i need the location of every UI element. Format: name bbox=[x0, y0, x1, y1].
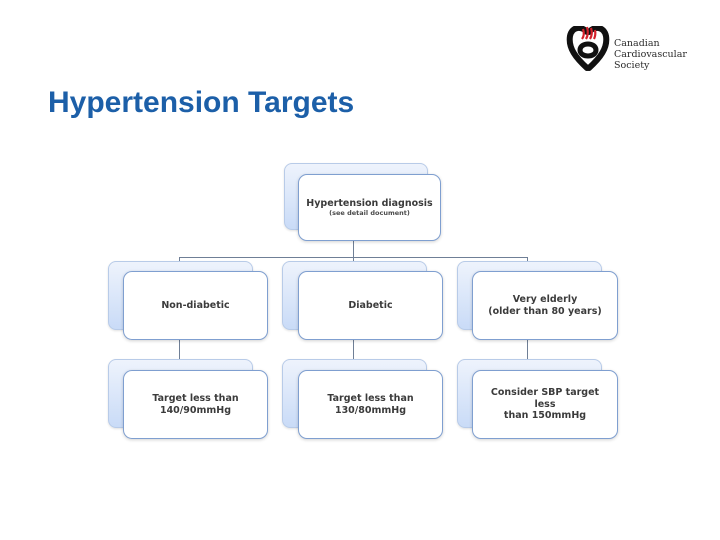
connector-non-diabetic-to-target bbox=[179, 337, 180, 361]
diabetic-target-line-1: Target less than bbox=[327, 393, 414, 404]
non-diabetic-box: Non-diabetic bbox=[123, 271, 268, 340]
very-elderly-target-box: Consider SBP target less than 150mmHg bbox=[472, 370, 618, 439]
logo-text-line-2: Cardiovascular bbox=[614, 49, 687, 60]
connector-very-elderly-to-target bbox=[527, 337, 528, 361]
very-elderly-label-line-1: Very elderly bbox=[512, 294, 578, 305]
hypertension-diagnosis-label: Hypertension diagnosis bbox=[306, 197, 433, 209]
connector-diabetic-to-target bbox=[353, 337, 354, 361]
non-diabetic-target-box: Target less than 140/90mmHg bbox=[123, 370, 268, 439]
logo-text-line-3: Society bbox=[614, 60, 650, 71]
connector-root-down bbox=[353, 238, 354, 258]
slide-title: Hypertension Targets bbox=[48, 86, 355, 119]
diabetic-target-line-2: 130/80mmHg bbox=[334, 404, 407, 416]
non-diabetic-target-line-1: Target less than bbox=[152, 393, 239, 404]
non-diabetic-target-line-2: 140/90mmHg bbox=[159, 404, 232, 416]
hypertension-diagnosis-box: Hypertension diagnosis (see detail docum… bbox=[298, 174, 441, 241]
very-elderly-label-line-2: (older than 80 years) bbox=[488, 305, 602, 317]
diabetic-box: Diabetic bbox=[298, 271, 443, 340]
hypertension-diagnosis-sublabel: (see detail document) bbox=[329, 209, 410, 218]
heart-logo-icon bbox=[566, 24, 610, 71]
non-diabetic-label: Non-diabetic bbox=[161, 299, 230, 311]
very-elderly-target-line-2: than 150mmHg bbox=[503, 410, 587, 422]
canadian-cardiovascular-society-logo: Canadian Cardiovascular Society bbox=[566, 24, 696, 74]
diabetic-target-box: Target less than 130/80mmHg bbox=[298, 370, 443, 439]
logo-text: Canadian Cardiovascular Society bbox=[614, 38, 687, 71]
diabetic-label: Diabetic bbox=[348, 299, 393, 311]
very-elderly-box: Very elderly (older than 80 years) bbox=[472, 271, 618, 340]
logo-text-line-1: Canadian bbox=[614, 38, 660, 49]
very-elderly-target-line-1: Consider SBP target less bbox=[490, 387, 600, 410]
